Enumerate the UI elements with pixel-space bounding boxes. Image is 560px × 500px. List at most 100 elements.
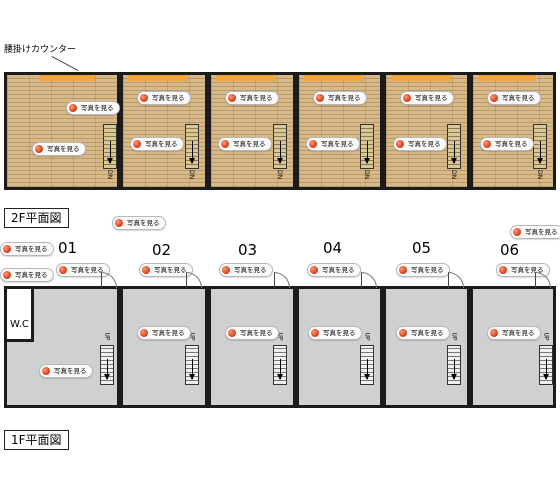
photo-button-2f-02b[interactable]: 写真を見る — [130, 137, 184, 151]
photo-button-dot-icon — [483, 140, 491, 148]
unit-2f-05: DN — [383, 72, 470, 190]
counter-bar — [391, 75, 451, 81]
stairs-dn-label: DN — [450, 169, 458, 180]
unit-number-02: 02 — [152, 241, 172, 259]
counter-bar — [216, 75, 276, 81]
unit-2f-03: DN — [208, 72, 296, 190]
wc-label: W.C — [10, 319, 29, 330]
photo-button-dot-icon — [310, 266, 318, 274]
photo-button-2f-01b[interactable]: 写真を見る — [32, 142, 86, 156]
unit-1f-04: UP — [296, 286, 383, 408]
unit-1f-02: UP — [120, 286, 208, 408]
floor-1-label: 1F平面図 — [4, 430, 69, 450]
photo-button-1f-05-top[interactable]: 写真を見る — [396, 263, 450, 277]
photo-button-2f-02a[interactable]: 写真を見る — [137, 91, 191, 105]
door-swing-icon — [448, 272, 464, 288]
photo-button-exterior-a[interactable]: 写真を見る — [112, 216, 166, 230]
counter-bar — [478, 75, 536, 81]
photo-button-1f-01-inner[interactable]: 写真を見る — [39, 364, 93, 378]
photo-button-2f-01a[interactable]: 写真を見る — [66, 101, 120, 115]
unit-number-04: 04 — [323, 239, 343, 257]
stairs-dn-label: DN — [536, 169, 544, 180]
unit-2f-06: DN — [470, 72, 556, 190]
stairs-arrow-icon — [451, 359, 457, 380]
stairs-up-label: UP — [450, 332, 458, 341]
unit-2f-02: DN — [120, 72, 208, 190]
photo-button-2f-03a[interactable]: 写真を見る — [225, 91, 279, 105]
photo-button-exterior-b[interactable]: 写真を見る — [510, 225, 560, 239]
photo-button-dot-icon — [499, 266, 507, 274]
door-swing-icon — [101, 272, 117, 288]
photo-button-1f-entrance-a[interactable]: 写真を見る — [0, 242, 54, 256]
counter-bar — [39, 75, 95, 81]
floor-2-label: 2F平面図 — [4, 208, 69, 228]
counter-bar — [304, 75, 364, 81]
photo-button-2f-04b[interactable]: 写真を見る — [306, 137, 360, 151]
stairs-up-label: UP — [103, 332, 111, 341]
photo-button-1f-02-inner[interactable]: 写真を見る — [137, 326, 191, 340]
photo-button-dot-icon — [403, 94, 411, 102]
stairs-arrow-icon — [451, 141, 457, 164]
photo-button-dot-icon — [316, 94, 324, 102]
photo-button-1f-04-top[interactable]: 写真を見る — [307, 263, 361, 277]
counter-leader-line — [51, 56, 79, 71]
photo-button-dot-icon — [513, 228, 521, 236]
door-swing-icon — [361, 272, 377, 288]
photo-button-1f-05-inner[interactable]: 写真を見る — [396, 326, 450, 340]
unit-1f-06: UP — [470, 286, 556, 408]
stairs-up-label: UP — [542, 332, 550, 341]
photo-button-1f-04-inner[interactable]: 写真を見る — [308, 326, 362, 340]
photo-button-1f-02-top[interactable]: 写真を見る — [139, 263, 193, 277]
door-swing-icon — [274, 272, 290, 288]
stairs-dn-label: DN — [276, 169, 284, 180]
unit-number-05: 05 — [412, 239, 432, 257]
photo-button-dot-icon — [59, 266, 67, 274]
stairs-arrow-icon — [364, 141, 370, 164]
photo-button-1f-03-top[interactable]: 写真を見る — [219, 263, 273, 277]
unit-number-06: 06 — [500, 241, 520, 259]
counter-bar — [128, 75, 188, 81]
stairs-dn-label: DN — [106, 169, 114, 180]
photo-button-1f-01-top[interactable]: 写真を見る — [56, 263, 110, 277]
stairs-arrow-icon — [537, 141, 543, 164]
photo-button-1f-entrance-b[interactable]: 写真を見る — [0, 268, 54, 282]
photo-button-2f-04a[interactable]: 写真を見る — [313, 91, 367, 105]
photo-button-dot-icon — [396, 140, 404, 148]
photo-button-dot-icon — [115, 219, 123, 227]
photo-button-dot-icon — [399, 329, 407, 337]
counter-label: 腰掛けカウンター — [4, 45, 77, 55]
photo-button-dot-icon — [35, 145, 43, 153]
stairs-arrow-icon — [364, 359, 370, 380]
stairs-dn-label: DN — [363, 169, 371, 180]
photo-button-2f-05a[interactable]: 写真を見る — [400, 91, 454, 105]
stairs-dn-label: DN — [188, 169, 196, 180]
photo-button-dot-icon — [42, 367, 50, 375]
photo-button-2f-06b[interactable]: 写真を見る — [480, 137, 534, 151]
stairs-arrow-icon — [189, 141, 195, 164]
stairs-arrow-icon — [277, 141, 283, 164]
unit-1f-03: UP — [208, 286, 296, 408]
stairs-arrow-icon — [189, 359, 195, 380]
photo-button-2f-05b[interactable]: 写真を見る — [393, 137, 447, 151]
unit-number-01: 01 — [58, 239, 78, 257]
photo-button-dot-icon — [222, 266, 230, 274]
stairs-arrow-icon — [543, 359, 549, 380]
door-swing-icon — [186, 272, 202, 288]
unit-1f-05: UP — [383, 286, 470, 408]
photo-button-1f-03-inner[interactable]: 写真を見る — [225, 326, 279, 340]
photo-button-dot-icon — [490, 94, 498, 102]
photo-button-dot-icon — [221, 140, 229, 148]
stairs-arrow-icon — [107, 141, 113, 164]
photo-button-2f-03b[interactable]: 写真を見る — [218, 137, 272, 151]
photo-button-2f-06a[interactable]: 写真を見る — [487, 91, 541, 105]
photo-button-dot-icon — [133, 140, 141, 148]
stairs-arrow-icon — [277, 359, 283, 380]
photo-button-dot-icon — [228, 94, 236, 102]
stairs-up-label: UP — [363, 332, 371, 341]
unit-2f-04: DN — [296, 72, 383, 190]
photo-button-1f-06-inner[interactable]: 写真を見る — [487, 326, 541, 340]
photo-button-dot-icon — [309, 140, 317, 148]
unit-number-03: 03 — [238, 241, 258, 259]
stairs-arrow-icon — [104, 359, 110, 380]
photo-button-dot-icon — [228, 329, 236, 337]
